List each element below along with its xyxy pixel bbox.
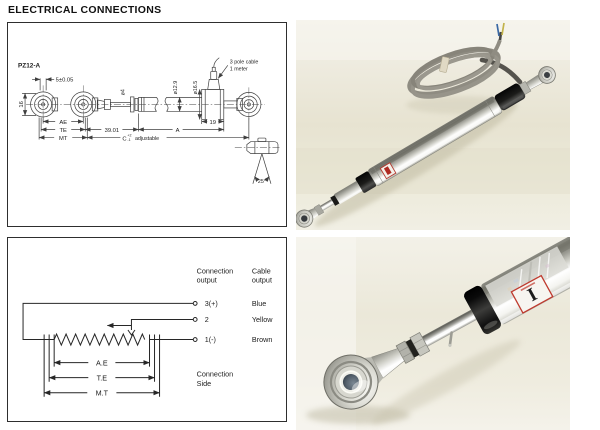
rod-end-top — [538, 66, 556, 84]
lock-nuts — [395, 331, 431, 364]
terminal-label: 2 — [205, 315, 209, 324]
dim-ae: AE — [42, 117, 84, 126]
dim-mt: M.T — [43, 387, 160, 398]
dim-body-dia: ø12.9 — [173, 81, 182, 112]
inner-tube — [334, 180, 363, 205]
drawing-panel: PZ12-A 16 5±0.05 — [7, 22, 287, 227]
photo-transducer-full — [296, 20, 570, 230]
rod-end-small — [296, 209, 314, 228]
wiring-panel: A.E T.E M.T Connection output Cable outp… — [7, 237, 287, 422]
svg-text:16: 16 — [19, 101, 25, 107]
rod-end-eyelet — [323, 354, 379, 410]
page-title: ELECTRICAL CONNECTIONS — [8, 4, 162, 16]
cable-coil — [407, 46, 501, 99]
connection-side-note-2: Side — [197, 379, 211, 388]
photo-detail-svg: I — [296, 237, 570, 430]
cable-end-strand — [490, 39, 502, 58]
dim-mt: MT — [38, 133, 88, 142]
svg-text:5±0.05: 5±0.05 — [56, 77, 74, 83]
cable-color-label: Brown — [252, 335, 272, 344]
svg-text:ø16.5: ø16.5 — [193, 81, 199, 95]
dim-ae: A.E — [53, 357, 150, 368]
brand-label: I — [510, 274, 554, 314]
cable-to-body — [479, 57, 523, 85]
svg-text:MT: MT — [59, 136, 68, 142]
device-shadow — [314, 103, 518, 227]
dim-clamp-dia: ø16.5 — [193, 81, 202, 120]
svg-text:T.E: T.E — [97, 374, 108, 383]
connection-output-header-2: output — [197, 275, 217, 284]
potentiometer-zigzag — [53, 332, 146, 347]
cable-note: 3 pole cable 1 meter — [217, 59, 259, 79]
svg-text:A.E: A.E — [96, 359, 108, 368]
svg-text:adjustable: adjustable — [135, 136, 159, 142]
terminal-label: 3(+) — [205, 299, 218, 308]
dim-rod-dia: ø4 — [120, 89, 126, 95]
dim-te: TE — [40, 125, 86, 134]
svg-text:39.01: 39.01 — [105, 128, 120, 134]
rod-end-front-view-2 — [70, 85, 111, 124]
svg-text:TE: TE — [59, 128, 67, 134]
wiper — [107, 318, 194, 336]
dim-te: T.E — [48, 372, 155, 383]
photo-full-svg — [296, 20, 570, 230]
cable-color-label: Yellow — [252, 315, 273, 324]
svg-text:1 meter: 1 meter — [230, 66, 248, 72]
shaft — [320, 199, 335, 211]
dim-fixed-length: 39.01 — [84, 125, 139, 134]
dimension-drawing-svg: PZ12-A 16 5±0.05 — [18, 57, 281, 185]
svg-text:19: 19 — [210, 120, 216, 126]
swivel-angle-detail: 25° — [234, 137, 281, 185]
dim-bore-tol: 5±0.05 — [32, 77, 74, 91]
svg-text:-1: -1 — [127, 138, 130, 142]
model-label: PZ12-A — [18, 62, 40, 69]
dim-stroke-a: A — [138, 125, 225, 134]
svg-text:C: C — [122, 136, 126, 142]
extension-lines — [43, 334, 161, 397]
wire-terminal-3 — [22, 302, 194, 341]
wiring-diagram-svg: A.E T.E M.T Connection output Cable outp… — [22, 266, 273, 398]
dim-clamp-len: 19 — [201, 117, 225, 126]
seal-ring — [330, 195, 340, 206]
cable-tie — [439, 56, 450, 73]
small-shank — [306, 207, 319, 220]
connection-side-note-1: Connection — [197, 370, 234, 379]
cable-output-header-2: output — [252, 275, 272, 284]
svg-text:M.T: M.T — [96, 389, 109, 398]
transducer-device — [296, 66, 556, 228]
chrome-shaft — [421, 309, 477, 347]
dim-head-height: 16 — [19, 93, 37, 116]
rod-end-front-view-1 — [30, 85, 59, 124]
connection-output-header-1: Connection — [197, 266, 234, 275]
svg-text:3 pole cable: 3 pole cable — [230, 59, 259, 65]
end-cap — [355, 171, 377, 193]
dim-swivel-angle: 25° — [258, 179, 266, 185]
svg-text:AE: AE — [59, 120, 67, 126]
wire-leads — [496, 22, 505, 41]
lock-nut — [518, 81, 532, 95]
cable-boot — [494, 83, 526, 111]
photo-rod-end-detail: I — [296, 237, 570, 430]
terminal-label: 1(-) — [205, 335, 216, 344]
terminal-3 — [192, 300, 198, 306]
dim-adjustable: C +2 -1 adjustable — [87, 133, 250, 142]
piston-rod: ø4 — [110, 89, 139, 113]
svg-text:ø12.9: ø12.9 — [173, 81, 179, 95]
svg-text:A: A — [176, 128, 180, 134]
rod-end-assembly: I — [323, 237, 570, 410]
cable-color-label: Blue — [252, 299, 266, 308]
rod-end-front-view-3 — [223, 87, 262, 122]
svg-text:+2: +2 — [127, 133, 131, 137]
body-shadow — [371, 339, 521, 425]
terminal-1 — [192, 337, 198, 342]
terminal-2 — [192, 317, 198, 322]
eyelet-bore — [342, 374, 359, 391]
index-pin — [448, 331, 453, 346]
cable-clamp-block — [201, 57, 225, 120]
cable-output-header-1: Cable — [252, 266, 271, 275]
transducer-body-outline — [138, 97, 202, 112]
